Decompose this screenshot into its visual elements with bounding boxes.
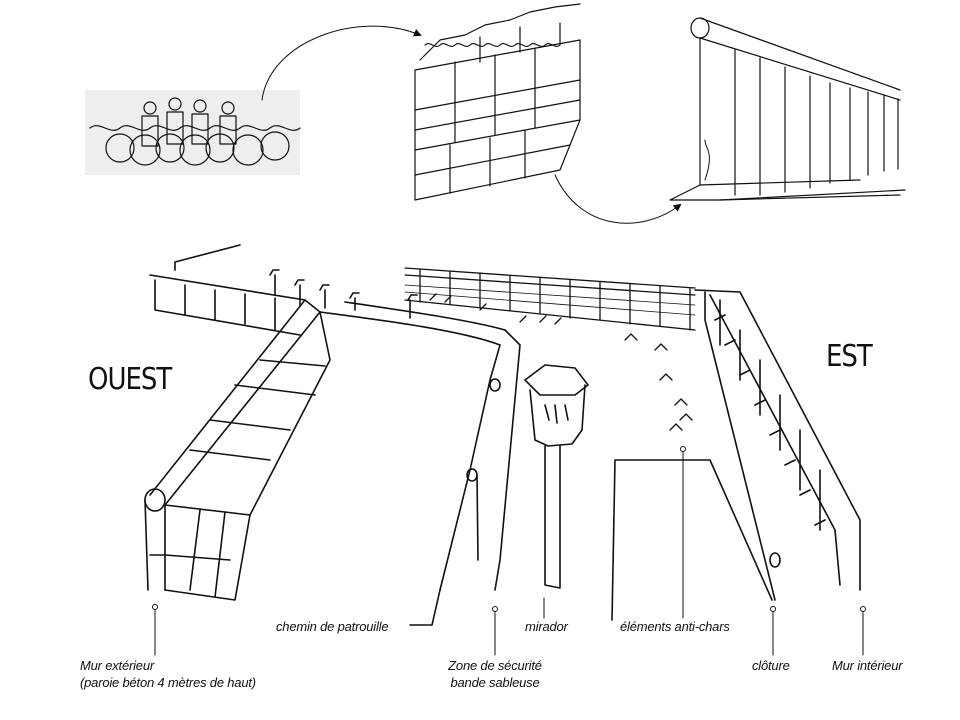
label-outer-wall: Mur extérieur (paroie béton 4 mètres de … (80, 657, 256, 691)
outer-wall-drawing (144, 244, 331, 601)
label-watchtower: mirador (525, 619, 568, 634)
label-outer-wall-line2: (paroie béton 4 mètres de haut) (80, 675, 256, 690)
inner-wall-drawing (694, 289, 861, 601)
evolution-arrow-1 (261, 25, 422, 101)
label-security-zone-line2: bande sableuse (450, 675, 540, 690)
label-outer-wall-line1: Mur extérieur (80, 658, 154, 673)
sketch-block-wall (414, 3, 581, 201)
fence-drawing (404, 267, 696, 431)
sketch-barbed-wire-soldiers (85, 90, 301, 175)
label-inner-wall: Mur intérieur (832, 658, 903, 673)
sketch-concrete-segments (669, 17, 906, 201)
label-security-zone: Zone de sécurité bande sableuse (420, 657, 570, 691)
label-patrol-path: chemin de patrouille (276, 619, 389, 634)
watchtower-drawing (524, 364, 589, 589)
patrol-path-drawing (269, 269, 521, 626)
label-fence: clôture (752, 658, 790, 673)
label-security-zone-line1: Zone de sécurité (448, 658, 542, 673)
evolution-arrow-2 (554, 174, 682, 224)
label-anti-tank: éléments anti-chars (620, 619, 730, 634)
security-strip-drawing (611, 459, 773, 621)
region-label-west: OUEST (88, 362, 172, 398)
leader-lines (152, 446, 866, 656)
region-label-east: EST (826, 339, 873, 375)
